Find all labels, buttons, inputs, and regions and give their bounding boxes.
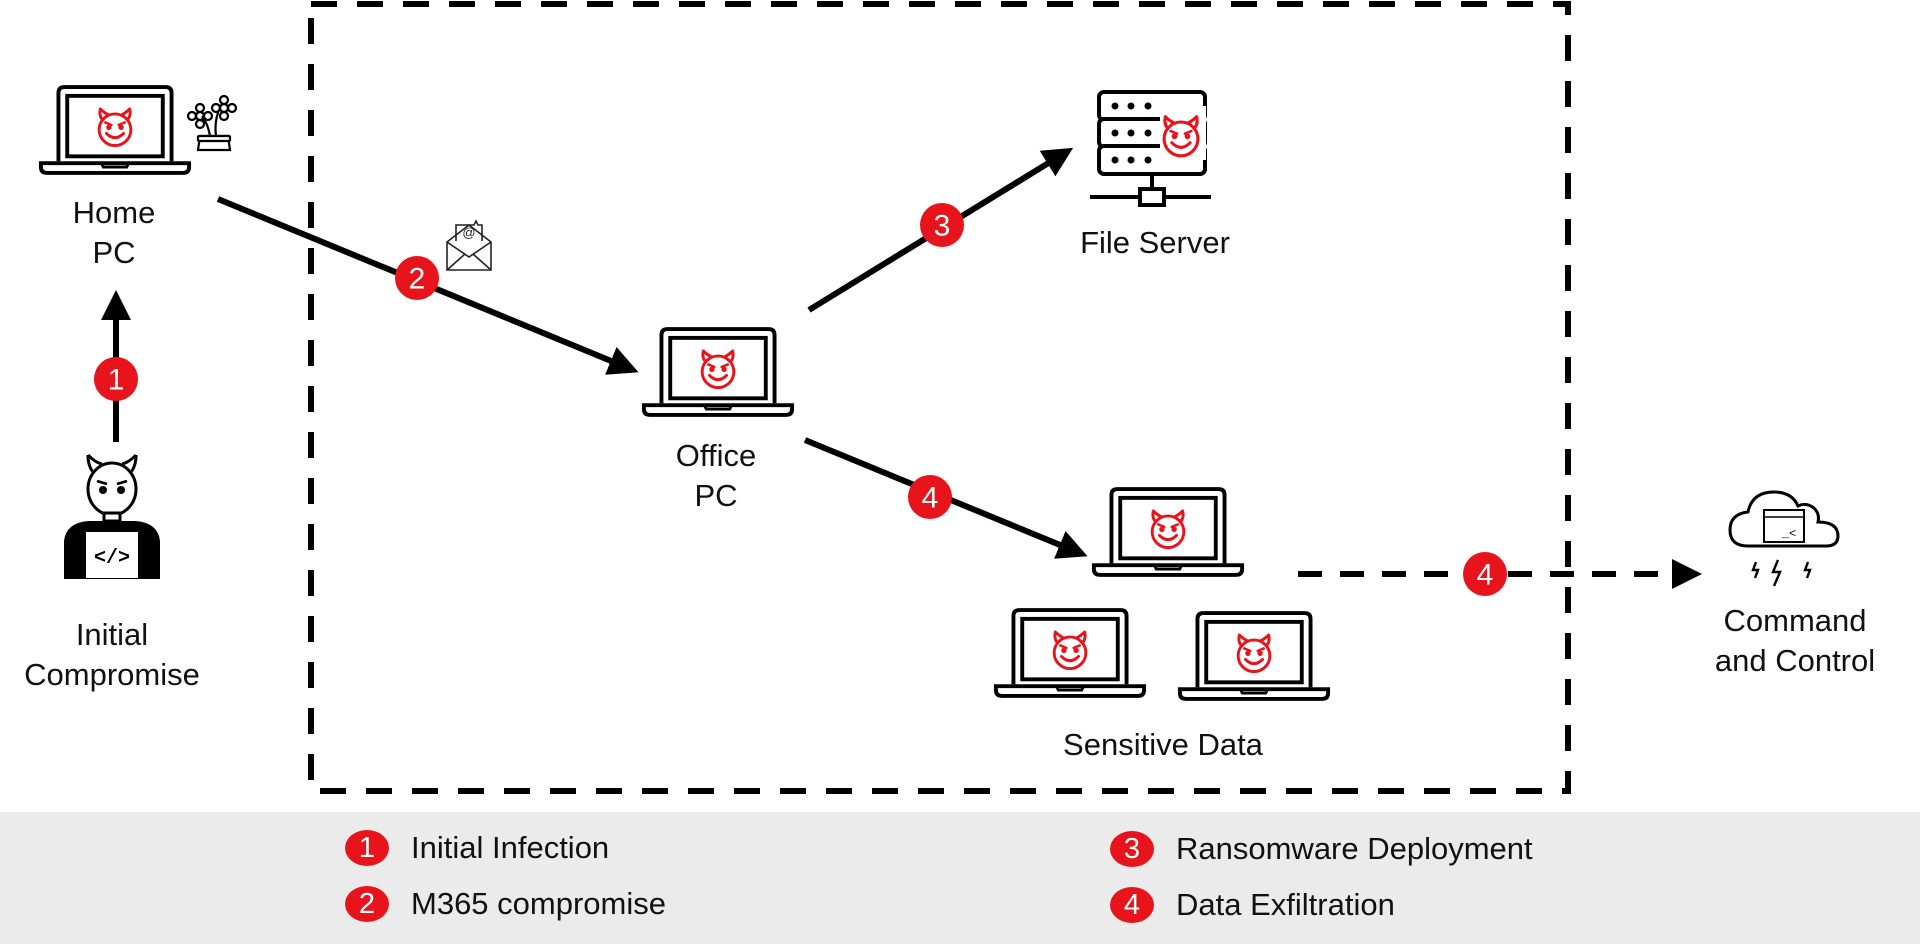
svg-text:4: 4	[1477, 559, 1494, 592]
home-pc-label-line1: Home	[72, 195, 156, 230]
step-badge-3: 3	[920, 203, 964, 247]
legend-badge: 3	[1110, 831, 1154, 867]
svg-text:3: 3	[934, 210, 951, 243]
sensitive-laptop-icon-3	[1180, 613, 1328, 699]
email-icon: @	[446, 219, 492, 271]
legend-text: Data Exfiltration	[1176, 887, 1395, 922]
home-pc-label: Home PC	[54, 193, 174, 273]
home-pc-label-line2: PC	[92, 235, 136, 270]
legend-item-1: 1 Initial Infection	[345, 828, 609, 868]
c2-label: Command and Control	[1690, 601, 1900, 681]
legend-badge: 1	[345, 830, 389, 866]
legend: 1 Initial Infection 2 M365 compromise 3 …	[0, 812, 1920, 944]
attacker-label-line1: Initial	[75, 617, 149, 652]
hacker-devil-icon: </>	[64, 453, 160, 579]
office-pc-label-line2: PC	[694, 478, 738, 513]
step-badge-1: 1	[94, 357, 138, 401]
cloud-terminal-icon: _<	[1728, 490, 1840, 587]
c2-label-line1: Command	[1723, 603, 1867, 638]
server-devil-icon	[1090, 90, 1211, 207]
svg-text:</>: </>	[94, 547, 130, 570]
sensitive-data-label: Sensitive Data	[1063, 727, 1263, 762]
svg-text:1: 1	[108, 364, 125, 397]
step-badge-4: 4	[908, 475, 952, 519]
step-badge-4-exfil: 4	[1463, 552, 1507, 596]
sensitive-laptop-icon-1	[1094, 489, 1242, 575]
step-badge-2: 2	[395, 256, 439, 300]
sensitive-laptop-icon-2	[996, 610, 1144, 696]
file-server-label: File Server	[1080, 225, 1230, 260]
svg-text:4: 4	[922, 482, 939, 515]
network-boundary	[308, 1, 1571, 794]
legend-text: Ransomware Deployment	[1176, 831, 1533, 866]
legend-text: M365 compromise	[411, 886, 666, 921]
svg-text:_<: _<	[1781, 527, 1796, 541]
office-pc-label: Office PC	[656, 436, 776, 516]
home-pc-laptop-icon	[41, 87, 189, 173]
legend-text: Initial Infection	[411, 830, 610, 865]
attacker-label: Initial Compromise	[12, 615, 212, 695]
legend-item-2: 2 M365 compromise	[345, 884, 666, 924]
c2-label-line2: and Control	[1714, 643, 1876, 678]
svg-text:@: @	[462, 225, 475, 240]
attacker-label-line2: Compromise	[24, 657, 200, 692]
svg-text:2: 2	[409, 263, 426, 296]
legend-badge: 4	[1110, 887, 1154, 923]
office-pc-laptop-icon	[644, 329, 792, 415]
legend-badge: 2	[345, 886, 389, 922]
flower-pot-icon	[186, 94, 238, 152]
office-pc-label-line1: Office	[675, 438, 757, 473]
attack-flow-diagram: 1 2 3 4 4 @	[0, 1, 1840, 794]
legend-item-4: 4 Data Exfiltration	[1110, 885, 1395, 925]
legend-item-3: 3 Ransomware Deployment	[1110, 829, 1533, 869]
